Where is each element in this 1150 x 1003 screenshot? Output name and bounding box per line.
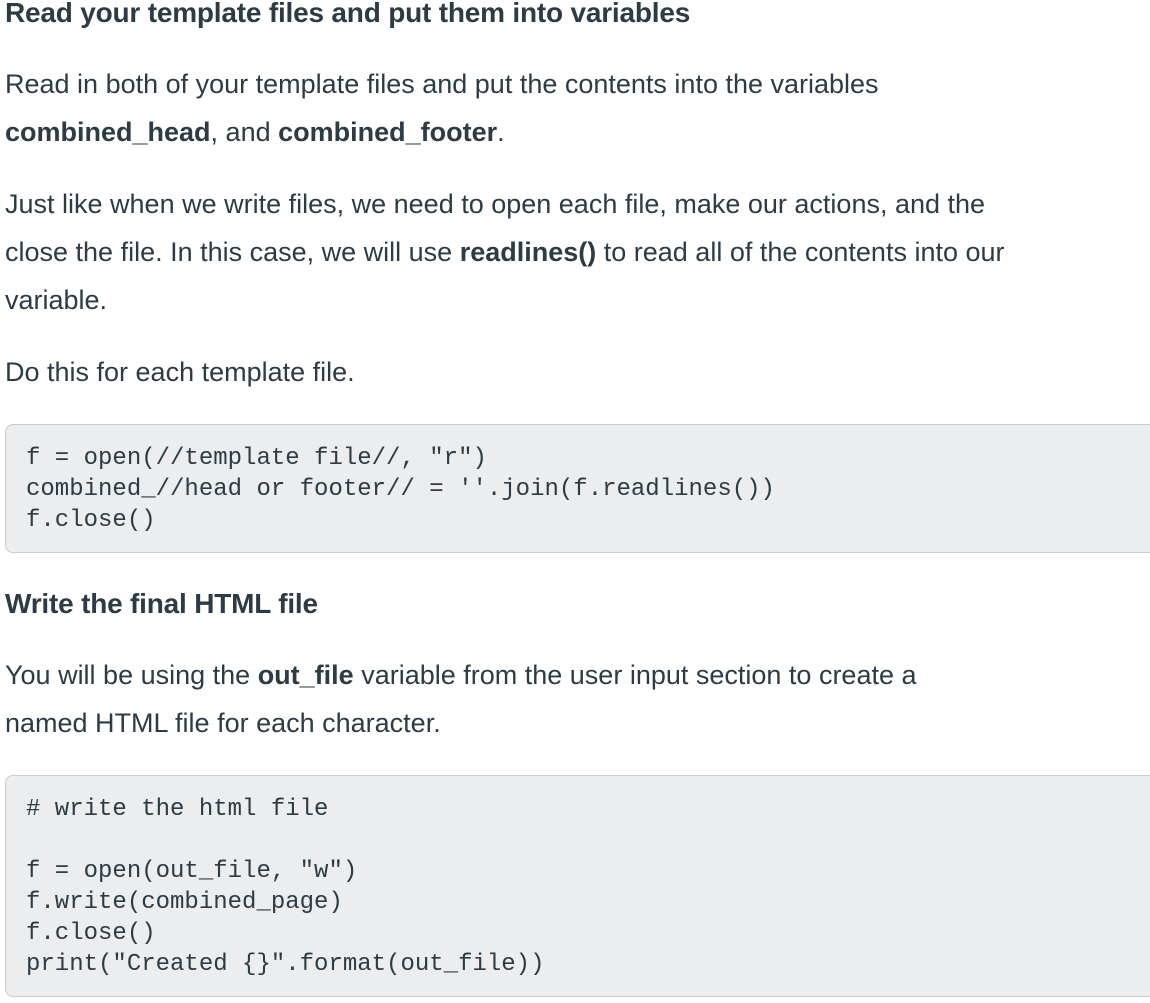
text-run: Just like when we write files, we need t… (5, 189, 986, 267)
code-read-template: f = open(//template file//, "r") combine… (26, 445, 775, 534)
paragraph-intro: Read in both of your template files and … (5, 60, 1150, 156)
code-block-write-html: # write the html file f = open(out_file,… (5, 775, 1150, 997)
section-heading-read-templates: Read your template files and put them in… (5, 0, 691, 28)
section-heading-write-html: Write the final HTML file (5, 588, 318, 619)
text-run: . (497, 117, 505, 147)
term-combined-footer: combined_footer (278, 117, 498, 147)
paragraph-instruction: Do this for each template file. (5, 357, 355, 387)
term-combined-head: combined_head (5, 117, 211, 147)
text-run: , and (210, 117, 279, 147)
code-block-read-template: f = open(//template file//, "r") combine… (5, 424, 1150, 553)
term-readlines: readlines() (459, 237, 597, 267)
text-run: variable from the user input section to … (5, 660, 917, 738)
code-write-html: # write the html file f = open(out_file,… (26, 796, 545, 978)
paragraph-process: Just like when we write files, we need t… (5, 180, 1150, 324)
text-run: to read all of the contents into our var… (5, 237, 1005, 315)
paragraph-outfile: You will be using the out_file variable … (5, 651, 1150, 747)
text-run: You will be using the (5, 660, 258, 690)
text-run: Read in both of your template files and … (5, 69, 879, 99)
term-out-file: out_file (257, 660, 354, 690)
